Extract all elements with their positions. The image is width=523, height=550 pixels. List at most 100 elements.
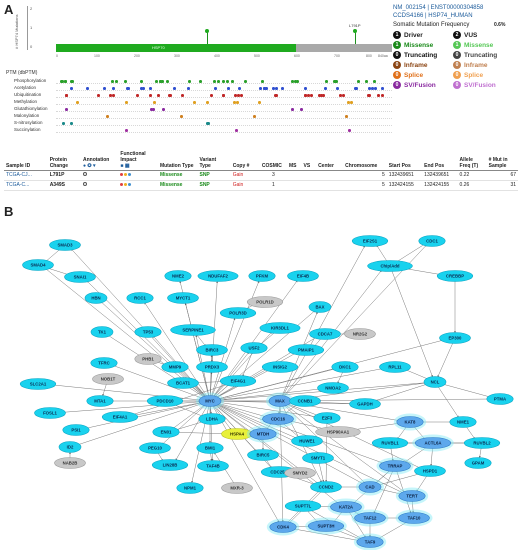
col-center[interactable]: Center bbox=[316, 146, 344, 171]
network-node-nme1[interactable]: NME1 bbox=[449, 416, 477, 428]
network-node-nob1t[interactable]: NOB1T bbox=[92, 373, 124, 385]
network-node-fosl1[interactable]: FOSL1 bbox=[34, 407, 66, 419]
ptm-site-dot[interactable] bbox=[345, 115, 348, 118]
ptm-site-dot[interactable] bbox=[62, 122, 65, 125]
ptm-site-dot[interactable] bbox=[342, 94, 345, 97]
ptm-site-dot[interactable] bbox=[162, 108, 165, 111]
network-node-birc3[interactable]: BIRC3 bbox=[196, 344, 228, 356]
ptm-site-dot[interactable] bbox=[106, 115, 109, 118]
network-node-psi1[interactable]: PSI1 bbox=[62, 424, 90, 436]
network-node-hspd1[interactable]: HSPD1 bbox=[414, 465, 446, 477]
network-node-tk1[interactable]: TK1 bbox=[90, 326, 114, 338]
ptm-site-dot[interactable] bbox=[322, 94, 325, 97]
network-node-kat8[interactable]: KAT8 bbox=[393, 413, 427, 431]
col-cosmic[interactable]: COSMIC bbox=[259, 146, 287, 171]
ptm-site-dot[interactable] bbox=[152, 108, 155, 111]
ptm-header[interactable]: PTM (dbPTM) bbox=[6, 70, 38, 76]
network-node-npm1[interactable]: NPM1 bbox=[176, 482, 204, 494]
ptm-site-dot[interactable] bbox=[296, 80, 299, 83]
network-node-ccnb1[interactable]: CCNB1 bbox=[289, 395, 321, 407]
network-node-phb1[interactable]: PHB1 bbox=[134, 353, 162, 365]
ptm-site-dot[interactable] bbox=[193, 101, 196, 104]
ptm-site-dot[interactable] bbox=[86, 87, 89, 90]
network-node-supt7l[interactable]: SUPT7L bbox=[284, 500, 322, 512]
ptm-site-dot[interactable] bbox=[348, 129, 351, 132]
network-node-max[interactable]: MAX bbox=[266, 392, 294, 410]
ptm-site-dot[interactable] bbox=[140, 87, 143, 90]
ptm-site-dot[interactable] bbox=[70, 80, 73, 83]
ptm-site-dot[interactable] bbox=[157, 94, 160, 97]
ptm-site-dot[interactable] bbox=[103, 87, 106, 90]
col-ms[interactable]: MS bbox=[286, 146, 302, 171]
network-node-cdca7[interactable]: CDCA7 bbox=[309, 328, 341, 340]
ptm-site-dot[interactable] bbox=[381, 87, 384, 90]
network-node-ndufaf2[interactable]: NDUFAF2 bbox=[197, 270, 239, 282]
ptm-site-dot[interactable] bbox=[159, 80, 162, 83]
network-node-rcc1[interactable]: RCC1 bbox=[126, 292, 154, 304]
network-node-smad3[interactable]: SMAD3 bbox=[49, 239, 81, 251]
ptm-site-dot[interactable] bbox=[127, 87, 130, 90]
network-node-ruvbl1[interactable]: RUVBL1 bbox=[371, 437, 409, 449]
ptm-site-dot[interactable] bbox=[237, 94, 240, 97]
ptm-site-dot[interactable] bbox=[161, 80, 164, 83]
col-vs[interactable]: VS bbox=[301, 146, 317, 171]
network-node-cad[interactable]: CAD bbox=[356, 478, 384, 496]
ptm-site-dot[interactable] bbox=[125, 101, 128, 104]
network-node-snai1[interactable]: SNAI1 bbox=[64, 271, 96, 283]
ptm-site-dot[interactable] bbox=[227, 87, 230, 90]
network-node-peg10[interactable]: PEG10 bbox=[139, 442, 171, 454]
network-node-crebbp[interactable]: CREBBP bbox=[436, 270, 474, 282]
ptm-site-dot[interactable] bbox=[244, 80, 247, 83]
network-node-nr2g2[interactable]: NR2G2 bbox=[344, 328, 376, 340]
table-row[interactable]: TCGA-CJ... L791P Missense SNP Gain 3 5 1… bbox=[4, 170, 518, 181]
ptm-site-dot[interactable] bbox=[124, 80, 127, 83]
network-node-polr3d[interactable]: POLR3D bbox=[219, 307, 257, 319]
ptm-site-dot[interactable] bbox=[367, 94, 370, 97]
network-node-myct1[interactable]: MYCT1 bbox=[167, 292, 199, 304]
cell-cosmic[interactable]: 3 bbox=[259, 170, 287, 181]
network-node-hsp90aa1[interactable]: HSP90AA1 bbox=[315, 426, 361, 438]
ptm-site-dot[interactable] bbox=[253, 115, 256, 118]
network-node-id2[interactable]: ID2 bbox=[58, 441, 82, 453]
network-node-trrap[interactable]: TRRAP bbox=[376, 457, 414, 475]
ptm-site-dot[interactable] bbox=[64, 80, 67, 83]
col-num-mut[interactable]: # Mut in Sample bbox=[486, 146, 518, 171]
network-node-smyd2[interactable]: SMYD2 bbox=[284, 467, 316, 479]
ptm-site-dot[interactable] bbox=[231, 80, 234, 83]
ptm-site-dot[interactable] bbox=[355, 87, 358, 90]
ptm-site-dot[interactable] bbox=[155, 80, 158, 83]
network-node-cdc1[interactable]: CDC1 bbox=[418, 235, 446, 247]
network-node-myc[interactable]: MYC bbox=[196, 392, 224, 410]
ptm-site-dot[interactable] bbox=[149, 87, 152, 90]
network-node-pdcd10[interactable]: PDCD10 bbox=[146, 395, 184, 407]
network-node-ldha[interactable]: LDHA bbox=[198, 413, 226, 425]
ptm-site-dot[interactable] bbox=[310, 94, 313, 97]
network-node-eif4a1[interactable]: EIF4A1 bbox=[101, 411, 139, 423]
ptm-site-dot[interactable] bbox=[281, 87, 284, 90]
ptm-site-dot[interactable] bbox=[181, 94, 184, 97]
ptm-site-dot[interactable] bbox=[291, 108, 294, 111]
network-node-ep300[interactable]: EP300 bbox=[439, 332, 471, 344]
ptm-site-dot[interactable] bbox=[240, 94, 243, 97]
col-mutation-type[interactable]: Mutation Type bbox=[157, 146, 198, 171]
table-row[interactable]: TCGA-C... A349S Missense SNP Gain 1 5 13… bbox=[4, 180, 518, 191]
col-functional-impact[interactable]: Functional Impact■ ▦ bbox=[118, 146, 158, 171]
ptm-site-dot[interactable] bbox=[324, 87, 327, 90]
cell-sample-id[interactable]: TCGA-CJ... bbox=[4, 170, 48, 181]
network-node-ncl[interactable]: NCL bbox=[423, 376, 447, 388]
ptm-site-dot[interactable] bbox=[300, 108, 303, 111]
transcript-ids[interactable]: NM_002154 | ENST00000304858 bbox=[393, 5, 484, 11]
ptm-site-dot[interactable] bbox=[140, 80, 143, 83]
col-chromosome[interactable]: Chromosome bbox=[343, 146, 387, 171]
col-variant-type[interactable]: Variant Type bbox=[197, 146, 231, 171]
network-node-supt3h[interactable]: SUPT3H bbox=[305, 517, 347, 535]
network-node-tp53[interactable]: TP53 bbox=[134, 326, 162, 338]
network-node-serpine1[interactable]: SERPINE1 bbox=[170, 324, 216, 336]
domain-hsp70[interactable] bbox=[56, 44, 296, 52]
network-node-taf4b[interactable]: TAF4B bbox=[197, 460, 229, 472]
ptm-site-dot[interactable] bbox=[325, 80, 328, 83]
